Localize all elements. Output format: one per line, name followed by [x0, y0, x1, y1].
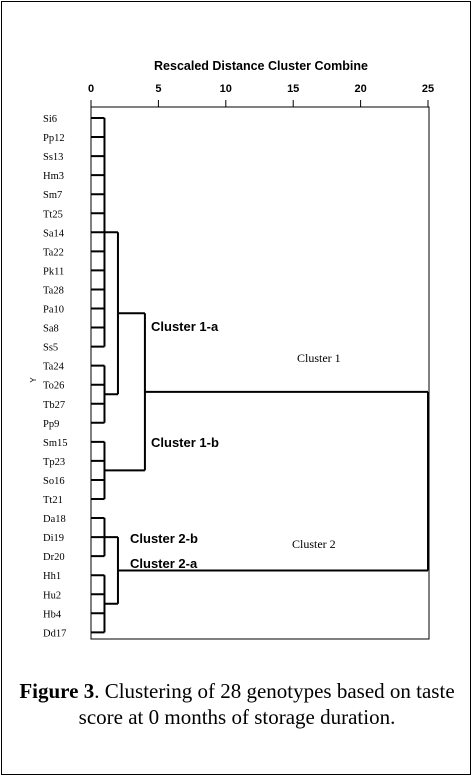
leaf-label: So16: [43, 476, 65, 487]
leaf-label: Ss5: [43, 343, 58, 354]
caption-text: . Clustering of 28 genotypes based on ta…: [78, 679, 455, 729]
merge-link-cluster_1a: [104, 231, 119, 396]
plot-area-border: [90, 106, 430, 640]
leaf-labels: Si6Pp12Ss13Hm3Sm7Tt25Sa14Ta22Pk11Ta28Pa1…: [43, 114, 68, 639]
dendrogram-chart: Rescaled Distance Cluster Combine 0 5 10 15…: [29, 59, 434, 640]
leaf-label: Dd17: [43, 628, 66, 639]
leaf-label: Tp23: [43, 457, 65, 468]
x-tick-label: 0: [88, 83, 94, 95]
merge-link-cluster_2b: [104, 536, 119, 605]
leaf-label: Sa14: [43, 228, 65, 239]
cluster-1a-label: Cluster 1-a: [151, 319, 219, 334]
merge-link-c2_sub2: [91, 574, 106, 634]
chart-title: Rescaled Distance Cluster Combine: [154, 59, 368, 73]
leaf-label: Sa8: [43, 324, 59, 335]
cluster-2b-label: Cluster 2-b: [130, 531, 198, 546]
leaf-label: Pk11: [43, 266, 64, 277]
x-tick-label: 20: [354, 83, 366, 95]
cluster-2-label: Cluster 2: [292, 537, 336, 551]
leaf-label: Ta28: [43, 285, 64, 296]
caption-label: Figure 3: [19, 679, 95, 703]
leaf-label: Da18: [43, 514, 66, 525]
x-tick-label: 10: [220, 83, 232, 95]
leaf-label: Ta24: [43, 362, 65, 373]
leaf-label: Hm3: [43, 171, 64, 182]
x-tick-label: 25: [422, 83, 434, 95]
x-axis: 0 5 10 15 20 25: [88, 83, 434, 107]
merge-link-c1a_sub3: [91, 440, 106, 500]
merge-link-c2_sub1: [91, 517, 106, 558]
leaf-label: To26: [43, 381, 64, 392]
x-tick-label: 5: [155, 83, 161, 95]
leaf-label: Sm7: [43, 190, 62, 201]
leaf-label: Sm15: [43, 438, 68, 449]
leaf-label: Hh1: [43, 571, 61, 582]
cluster-1b-label: Cluster 1-b: [151, 435, 219, 450]
leaf-label: Si6: [43, 114, 57, 125]
leaf-label: Di19: [43, 533, 64, 544]
merge-link-cluster_1: [104, 312, 146, 472]
leaf-label: Tt25: [43, 209, 63, 220]
leaf-label: Dr20: [43, 552, 65, 563]
x-tick-label: 15: [287, 83, 299, 95]
leaf-label: Tb27: [43, 400, 65, 411]
leaf-label: Hu2: [43, 590, 61, 601]
merge-link-c1a_sub2: [91, 364, 106, 424]
y-axis-label: Y: [29, 377, 38, 383]
dendrogram-links: [91, 117, 429, 634]
merge-link-root: [117, 390, 429, 572]
leaf-label: Ss13: [43, 152, 63, 163]
merge-link-c1a_sub1: [91, 117, 106, 348]
leaf-label: Hb4: [43, 609, 62, 620]
cluster-2a-label: Cluster 2-a: [130, 556, 198, 571]
leaf-label: Pp12: [43, 133, 65, 144]
cluster-1-label: Cluster 1: [297, 351, 341, 365]
leaf-label: Pa10: [43, 305, 64, 316]
leaf-label: Ta22: [43, 247, 64, 258]
leaf-label: Tt21: [43, 495, 63, 506]
leaf-label: Pp9: [43, 419, 59, 430]
figure-caption: Figure 3. Clustering of 28 genotypes bas…: [0, 678, 474, 730]
